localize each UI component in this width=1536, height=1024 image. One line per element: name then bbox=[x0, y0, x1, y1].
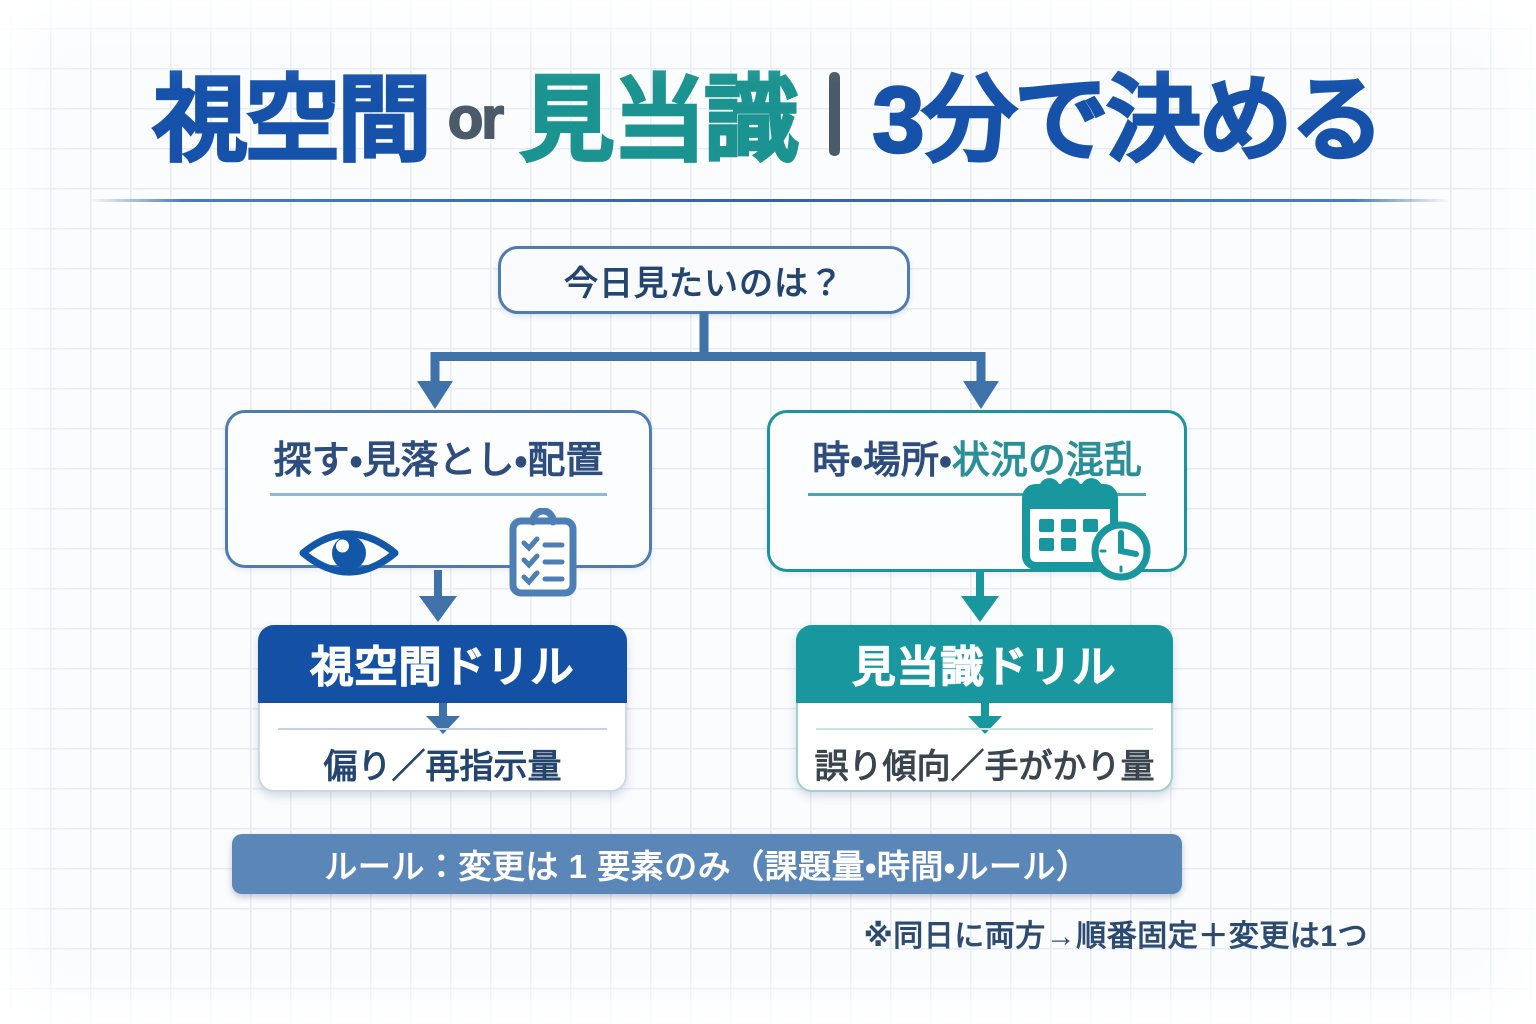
title-or-connector: or bbox=[447, 86, 505, 151]
result-card-orientation: 見当識ドリル 誤り傾向／手がかり量 bbox=[796, 625, 1173, 792]
metric-divider-line bbox=[816, 728, 1153, 730]
branch-connector bbox=[417, 312, 999, 409]
root-question-box: 今日見たいのは？ bbox=[498, 246, 910, 314]
result-card-visuospatial: 視空間ドリル 偏り／再指示量 bbox=[258, 625, 627, 792]
root-question-label: 今日見たいのは？ bbox=[564, 264, 844, 303]
calendar-clock-icon bbox=[1020, 471, 1152, 588]
rule-bar: ルール：変更は 1 要素のみ（課題量・時間・ルール） bbox=[232, 834, 1182, 894]
rule-bar-text: ルール：変更は 1 要素のみ（課題量・時間・ルール） bbox=[324, 848, 1090, 885]
result-header-orientation: 見当識ドリル bbox=[796, 625, 1173, 703]
result-title: 視空間ドリル bbox=[310, 644, 575, 693]
checklist-icon bbox=[509, 508, 576, 597]
footnote: ※同日に両方→順番固定＋変更は1つ bbox=[863, 920, 1368, 953]
arrow-down-icon bbox=[967, 703, 1002, 734]
result-metric: 誤り傾向／手がかり量 bbox=[814, 748, 1155, 786]
branch-label-visuospatial: 探す・見落とし・配置 bbox=[228, 429, 649, 496]
arrow-down-icon bbox=[425, 703, 460, 734]
metric-divider-line bbox=[278, 728, 607, 730]
result-title: 見当識ドリル bbox=[852, 644, 1117, 693]
branch-box-visuospatial: 探す・見落とし・配置 bbox=[225, 410, 652, 597]
branch-label-plain: 時・場所・ bbox=[812, 440, 952, 482]
branch-label-text: 時・場所・状況の混乱 bbox=[808, 429, 1146, 496]
title-underline-rule bbox=[88, 199, 1450, 202]
title-left-term: 視空間 bbox=[152, 67, 433, 172]
branch-label-orientation: 時・場所・状況の混乱 bbox=[770, 429, 1184, 496]
result-body: 偏り／再指示量 bbox=[260, 703, 625, 790]
branch-label-text: 探す・見落とし・配置 bbox=[269, 429, 608, 496]
title-right-term: 見当識 bbox=[519, 67, 800, 172]
result-metric: 偏り／再指示量 bbox=[323, 748, 562, 786]
branch-box-orientation: 時・場所・状況の混乱 bbox=[767, 410, 1187, 581]
result-header-visuospatial: 視空間ドリル bbox=[258, 625, 627, 703]
title-tagline: 3分で決める bbox=[871, 67, 1386, 172]
arrow-to-visuospatial-drill bbox=[419, 570, 457, 622]
arrow-to-orientation-drill bbox=[961, 570, 999, 622]
branch-label-accent: 状況の混乱 bbox=[951, 440, 1142, 482]
branch-icons-row bbox=[228, 508, 649, 598]
page-title: 視空間 or 見当識 3分で決める bbox=[0, 71, 1536, 168]
eye-icon bbox=[299, 530, 398, 576]
result-body: 誤り傾向／手がかり量 bbox=[798, 703, 1171, 790]
title-divider-bar bbox=[828, 72, 840, 156]
